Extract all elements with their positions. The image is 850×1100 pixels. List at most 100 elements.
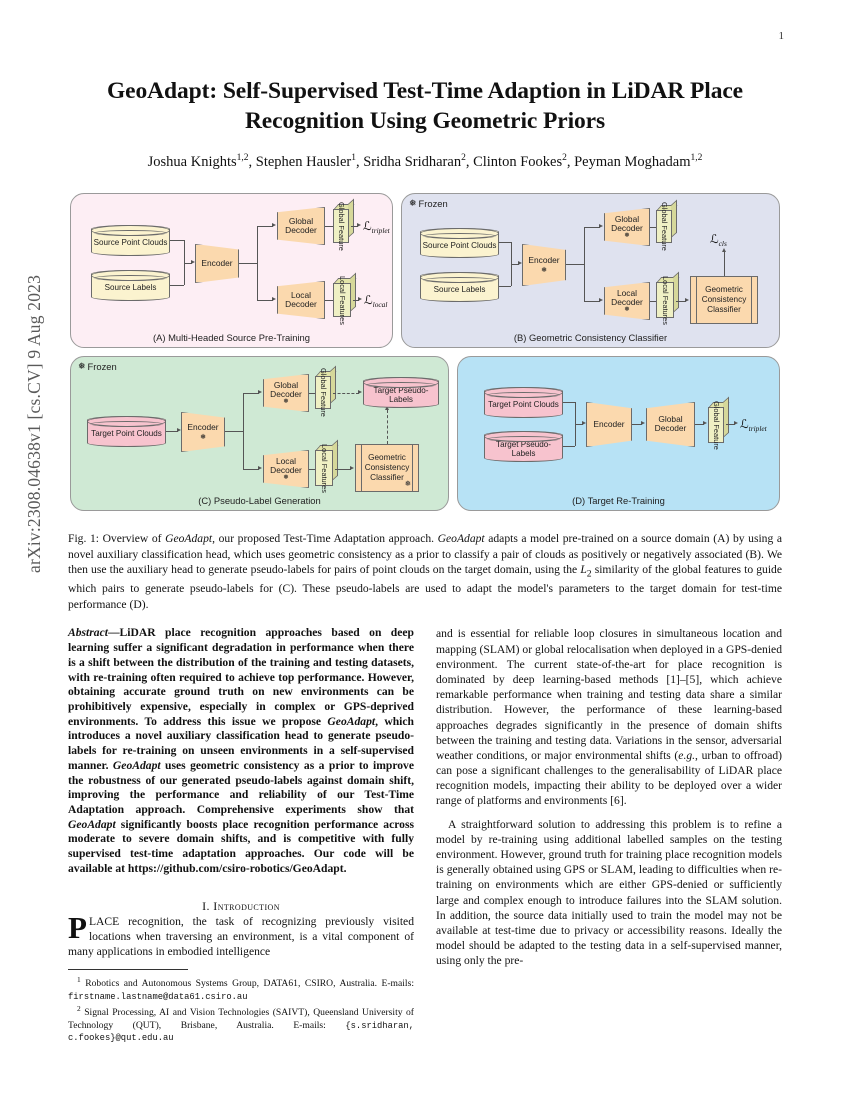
global-decoder-block: Global Decoder xyxy=(646,401,695,447)
connector xyxy=(566,263,584,265)
author-2-affil: 1 xyxy=(351,153,356,164)
connector xyxy=(584,226,600,228)
abstract-text: LiDAR place recognition approaches based… xyxy=(68,626,414,875)
title-line-1: GeoAdapt: Self-Supervised Test-Time Adap… xyxy=(106,78,744,104)
connector xyxy=(309,392,315,394)
frozen-label-c: ❅ Frozen xyxy=(78,361,117,372)
frozen-text: Frozen xyxy=(418,197,448,209)
connector xyxy=(184,239,185,285)
connector xyxy=(351,225,358,227)
snowflake-icon: ❅ xyxy=(78,360,86,371)
footnote-1-text: Robotics and Autonomous Systems Group, D… xyxy=(85,978,415,990)
local-decoder-block: Local Decoder ❅ xyxy=(263,449,309,488)
cylinder-source-point-clouds: Source Point Clouds xyxy=(91,224,170,256)
author-5: Peyman Moghadam xyxy=(574,153,691,170)
connector-dashed xyxy=(387,409,388,444)
right-paragraph-2: A straightforward solution to addressing… xyxy=(436,817,782,968)
connector xyxy=(170,239,184,241)
connector xyxy=(499,285,511,287)
connector xyxy=(170,284,184,286)
cylinder-target-point-clouds: Target Point Clouds xyxy=(87,415,166,447)
encoder-block: Encoder ❅ xyxy=(522,243,566,286)
arrow-head xyxy=(258,466,262,471)
snowflake-icon: ❅ xyxy=(200,433,206,441)
arrow-head xyxy=(599,224,603,229)
connector xyxy=(309,468,315,470)
connector xyxy=(632,423,642,425)
panel-d-caption: (D) Target Re-Training xyxy=(572,494,665,506)
arrow-head xyxy=(734,421,738,426)
arrow-head xyxy=(272,223,276,228)
connector xyxy=(325,225,333,227)
footnote-2: 2 Signal Processing, AI and Vision Techn… xyxy=(68,1004,414,1045)
figure-caption: Fig. 1: Overview of GeoAdapt, our propos… xyxy=(68,531,782,612)
author-list: Joshua Knights1,2, Stephen Hausler1, Sri… xyxy=(147,153,703,170)
section-heading-introduction: I. Introduction xyxy=(202,898,280,913)
box-front-face: Local Features xyxy=(333,276,351,324)
encoder-block: Encoder xyxy=(586,401,632,447)
body-columns: Abstract—LiDAR place recognition approac… xyxy=(68,626,782,1096)
connector xyxy=(243,392,244,469)
connector xyxy=(650,226,656,228)
connector xyxy=(584,300,600,302)
connector xyxy=(563,401,575,403)
right-column-body: and is essential for reliable loop closu… xyxy=(436,626,782,968)
panel-a-caption: (A) Multi-Headed Source Pre-Training xyxy=(152,331,310,343)
connector xyxy=(511,263,519,265)
arrow-head-up xyxy=(384,405,389,410)
figure-panel-c: ❅ Frozen Target Point Clouds Encoder ❅ G… xyxy=(70,355,449,511)
arrow-head xyxy=(350,466,354,471)
encoder-block: Encoder xyxy=(195,243,239,283)
global-feature-box: Global Feature xyxy=(315,365,337,417)
local-features-box: Local Features xyxy=(656,271,680,324)
connector xyxy=(257,225,273,227)
snowflake-icon: ❅ xyxy=(409,197,417,208)
connector xyxy=(676,300,686,302)
connector xyxy=(724,251,725,276)
page-number: 1 xyxy=(778,30,785,42)
connector xyxy=(353,299,359,301)
global-decoder-block: Global Decoder ❅ xyxy=(604,207,650,246)
arrow-head xyxy=(191,260,195,265)
footnote-1-marker: 1 xyxy=(77,975,81,985)
author-5-affil: 1,2 xyxy=(690,153,703,164)
connector xyxy=(584,226,585,301)
global-feature-box: Global Feature xyxy=(333,198,355,250)
cylinder-source-point-clouds: Source Point Clouds xyxy=(420,227,499,258)
loss-triplet-label: ℒtriplet xyxy=(740,416,767,434)
connector xyxy=(257,299,273,301)
author-4-affil: 2 xyxy=(562,153,567,164)
paper-page: GeoAdapt: Self-Supervised Test-Time Adap… xyxy=(68,0,782,1100)
arxiv-stamp-text: arXiv:2308.04638v1 [cs.CV] 9 Aug 2023 xyxy=(24,274,44,573)
intro-paragraph-1-rest: recognition, the task of recognizing pre… xyxy=(68,914,414,958)
loss-local-label: ℒlocal xyxy=(364,292,388,310)
cylinder-target-pseudo-labels: Target Pseudo-Labels xyxy=(363,376,439,408)
author-1-affil: 1,2 xyxy=(236,153,249,164)
cylinder-source-labels: Source Labels xyxy=(91,269,170,301)
arrow-head xyxy=(258,390,262,395)
local-decoder-block: Local Decoder ❅ xyxy=(604,281,650,320)
left-column: Abstract—LiDAR place recognition approac… xyxy=(68,626,414,1096)
figure-panel-a: Source Point Clouds Source Labels Encode… xyxy=(70,192,393,348)
arrow-head-up xyxy=(721,247,726,252)
connector xyxy=(184,262,192,264)
cylinder-source-labels: Source Labels xyxy=(420,271,499,302)
geometric-consistency-classifier-block: Geometric Consistency Classifier xyxy=(690,275,758,324)
global-decoder-block: Global Decoder ❅ xyxy=(263,373,309,412)
connector xyxy=(726,423,735,425)
right-column: and is essential for reliable loop closu… xyxy=(436,626,782,1096)
figure-1: Source Point Clouds Source Labels Encode… xyxy=(68,192,782,523)
connector xyxy=(335,468,351,470)
connector xyxy=(257,225,258,300)
connector xyxy=(243,392,259,394)
footnote-rule xyxy=(68,969,188,971)
drop-cap: P xyxy=(68,909,87,945)
footnote-1: 1 Robotics and Autonomous Systems Group,… xyxy=(68,975,414,1003)
arrow-head xyxy=(518,261,522,266)
author-3: Sridha Sridharan xyxy=(363,153,462,170)
figure-panel-d: Target Point Clouds Target Pseudo-Labels… xyxy=(457,355,780,511)
footnote-1-email: firstname.lastname@data61.csiro.au xyxy=(68,991,248,1002)
abstract-lead: Abstract xyxy=(68,626,108,640)
